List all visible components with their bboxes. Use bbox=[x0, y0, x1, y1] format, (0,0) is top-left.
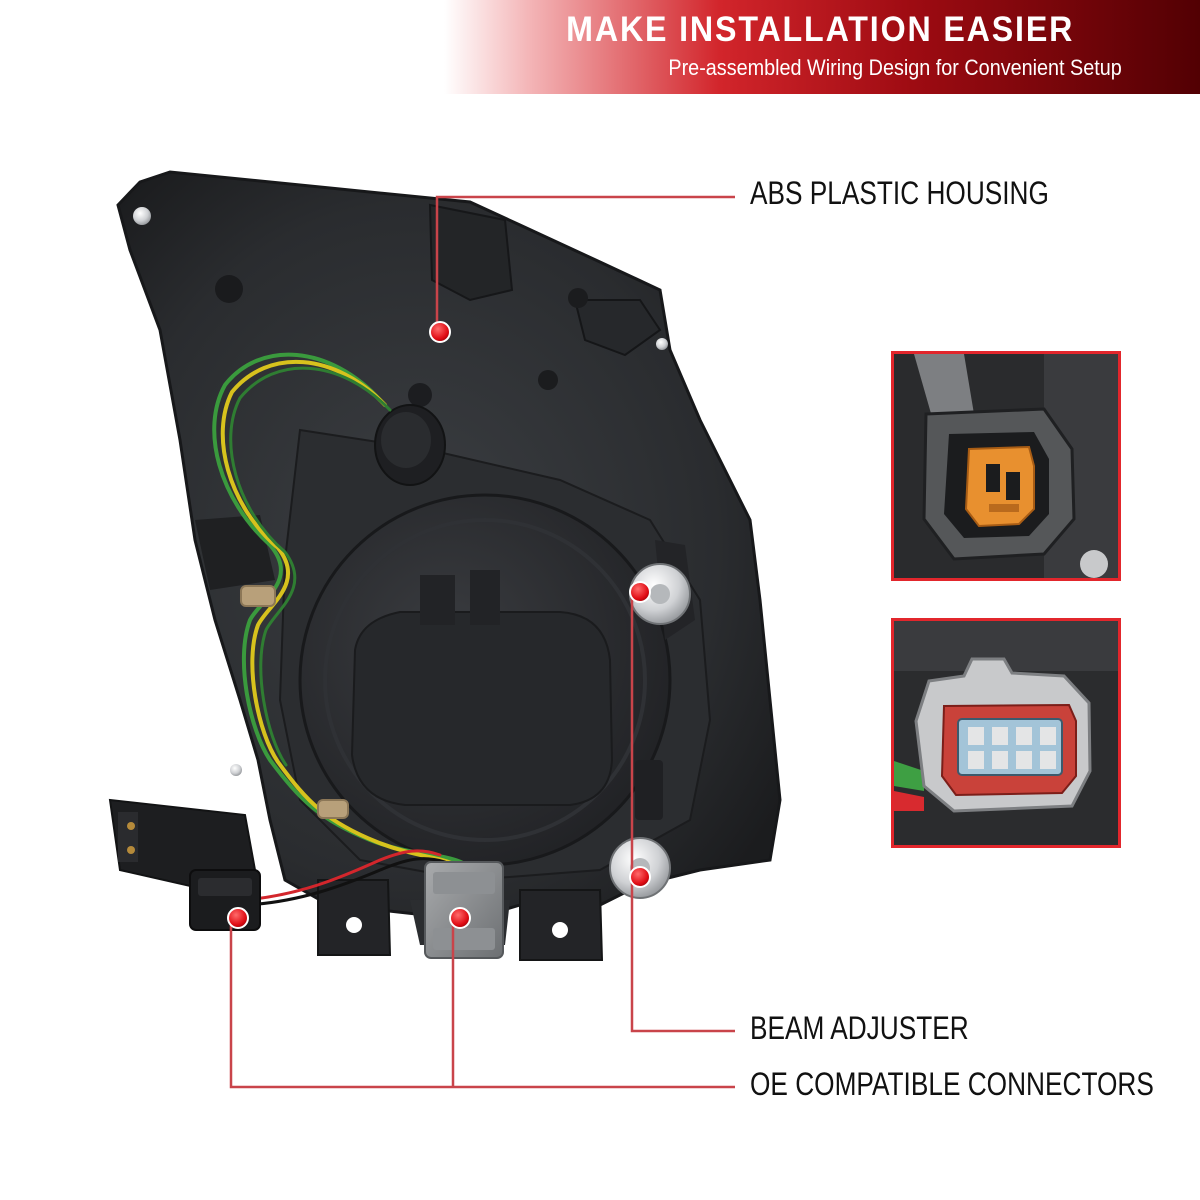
beam-adjuster-bolt-upper bbox=[629, 563, 691, 625]
marker-dot-beam-lower bbox=[629, 866, 651, 888]
inset-orange-connector bbox=[891, 351, 1121, 581]
marker-dot-connector-black bbox=[227, 907, 249, 929]
orange-connector-closeup bbox=[894, 354, 1118, 578]
banner-title: MAKE INSTALLATION EASIER bbox=[565, 10, 1074, 49]
black-connector bbox=[189, 869, 261, 931]
marker-dot-housing bbox=[429, 321, 451, 343]
callout-abs-plastic-housing: ABS PLASTIC HOUSING bbox=[750, 175, 1049, 211]
leader-lines bbox=[229, 195, 735, 1089]
headlight-housing bbox=[108, 170, 782, 961]
callout-oe-compatible-connectors: OE COMPATIBLE CONNECTORS bbox=[750, 1066, 1154, 1102]
callout-beam-adjuster: BEAM ADJUSTER bbox=[750, 1010, 969, 1046]
header-banner: MAKE INSTALLATION EASIER Pre-assembled W… bbox=[0, 0, 1200, 94]
banner-subtitle: Pre-assembled Wiring Design for Convenie… bbox=[668, 55, 1122, 80]
grey-connector-closeup bbox=[894, 621, 1118, 845]
inset-grey-connector bbox=[891, 618, 1121, 848]
marker-dot-beam-upper bbox=[629, 581, 651, 603]
marker-dot-connector-grey bbox=[449, 907, 471, 929]
wiring-harness bbox=[212, 352, 480, 907]
